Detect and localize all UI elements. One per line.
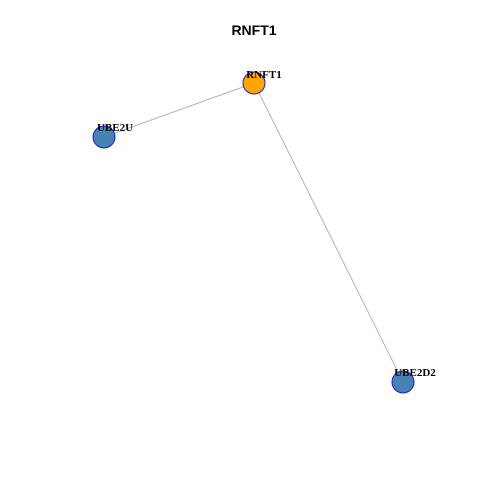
node-ube2u[interactable]: UBE2U bbox=[92, 122, 133, 149]
node-circle-ube2u[interactable] bbox=[92, 125, 116, 149]
graph-title: RNFT1 bbox=[231, 22, 276, 38]
node-circle-ube2d2[interactable] bbox=[391, 370, 415, 394]
edges-layer bbox=[103, 82, 404, 383]
edge-rnft1-ube2d2 bbox=[253, 82, 404, 383]
node-label-ube2d2: UBE2D2 bbox=[394, 367, 436, 379]
node-circle-rnft1[interactable] bbox=[242, 71, 266, 95]
node-ube2d2[interactable]: UBE2D2 bbox=[391, 367, 436, 394]
node-label-ube2u: UBE2U bbox=[97, 122, 133, 134]
edge-rnft1-ube2u bbox=[103, 82, 255, 138]
node-label-rnft1: RNFT1 bbox=[246, 69, 281, 81]
node-rnft1[interactable]: RNFT1 bbox=[242, 69, 282, 95]
